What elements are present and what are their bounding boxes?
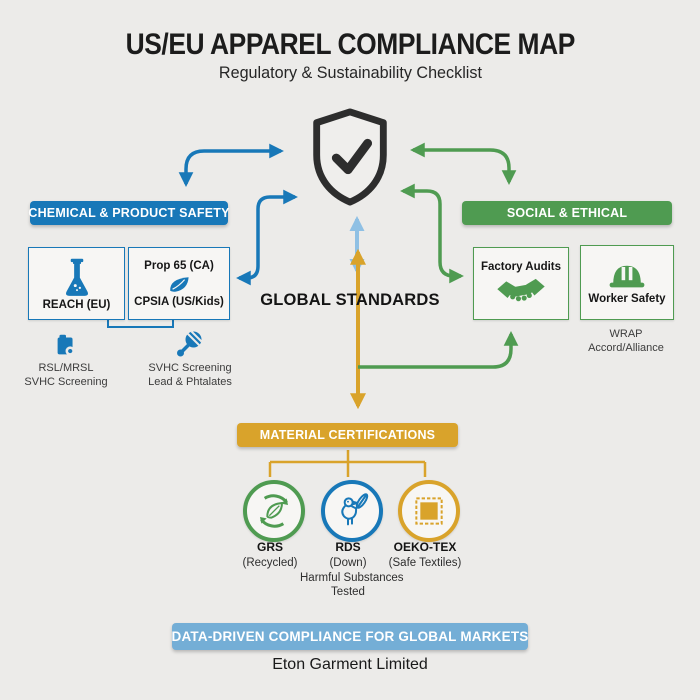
- arrow-chemical-header-shield: [178, 143, 284, 187]
- bird-icon: [341, 493, 369, 526]
- worker-safety-label: Worker Safety: [588, 292, 666, 305]
- wrap-note: WRAP Accord/Alliance: [580, 328, 672, 356]
- chemical-safety-header: CHEMICAL & PRODUCT SAFETY: [28, 201, 229, 225]
- rds-circle: [321, 480, 383, 542]
- prop65-cpsia-box: Prop 65 (CA) CPSIA (US/Kids): [128, 247, 230, 320]
- rds-label: RDS (Down) Harmful Substances Tested: [300, 540, 404, 599]
- clipboard-lens-icon: [57, 334, 75, 356]
- footer-banner: DATA-DRIVEN COMPLIANCE FOR GLOBAL MARKET…: [172, 623, 528, 650]
- handshake-icon: [497, 278, 545, 301]
- stamp-icon: [415, 497, 443, 525]
- material-certifications-header: MATERIAL CERTIFICATIONS: [237, 423, 458, 447]
- factory-audits-box: Factory Audits: [473, 247, 569, 320]
- shield-check-icon: [313, 108, 387, 206]
- leaf-icon: [170, 276, 189, 292]
- wrap-note-line-1: WRAP: [609, 328, 643, 340]
- svhc-note-line-2: Lead & Phtalates: [148, 375, 232, 388]
- wrap-note-line-2: Accord/Alliance: [588, 341, 664, 354]
- prop65-label: Prop 65 (CA): [144, 259, 214, 272]
- factory-audits-label: Factory Audits: [480, 260, 562, 273]
- arrow-chemical-box-shield: [236, 189, 298, 286]
- rsl-mrsl-note: RSL/MRSL SVHC Screening: [18, 331, 114, 390]
- social-ethical-header: SOCIAL & ETHICAL: [462, 201, 672, 225]
- global-standards-label: GLOBAL STANDARDS: [260, 291, 440, 309]
- rsl-note-line-2: SVHC Screening: [24, 375, 108, 388]
- svhc-note-line-1: SVHC Screening: [148, 362, 232, 374]
- oeko-tex-label: OEKO-TEX (Safe Textiles): [388, 540, 462, 569]
- company-name: Eton Garment Limited: [272, 656, 428, 673]
- recycle-leaf-icon: [260, 494, 288, 528]
- reach-label: REACH (EU): [42, 298, 111, 311]
- reach-box: REACH (EU): [28, 247, 125, 320]
- page-subtitle: Regulatory & Sustainability Checklist: [218, 63, 482, 82]
- svhc-note: SVHC Screening Lead & Phtalates: [140, 329, 240, 390]
- worker-safety-box: Worker Safety: [580, 245, 674, 320]
- arrow-shield-social-header: [410, 142, 517, 185]
- rattle-icon: [177, 330, 203, 357]
- grs-circle: [243, 480, 305, 542]
- arrow-branch-factory-audits: [358, 331, 519, 369]
- page-title: US/EU APPAREL COMPLIANCE MAP: [125, 28, 575, 61]
- connector-material-certs: [268, 450, 427, 477]
- arrow-shield-factory-audits: [400, 183, 464, 284]
- hard-hat-icon: [609, 265, 645, 287]
- cpsia-label: CPSIA (US/Kids): [134, 295, 224, 308]
- grs-label: GRS (Recycled): [242, 540, 298, 569]
- flask-icon: [65, 258, 88, 296]
- oeko-tex-circle: [398, 480, 460, 542]
- rsl-note-line-1: RSL/MRSL: [38, 362, 94, 374]
